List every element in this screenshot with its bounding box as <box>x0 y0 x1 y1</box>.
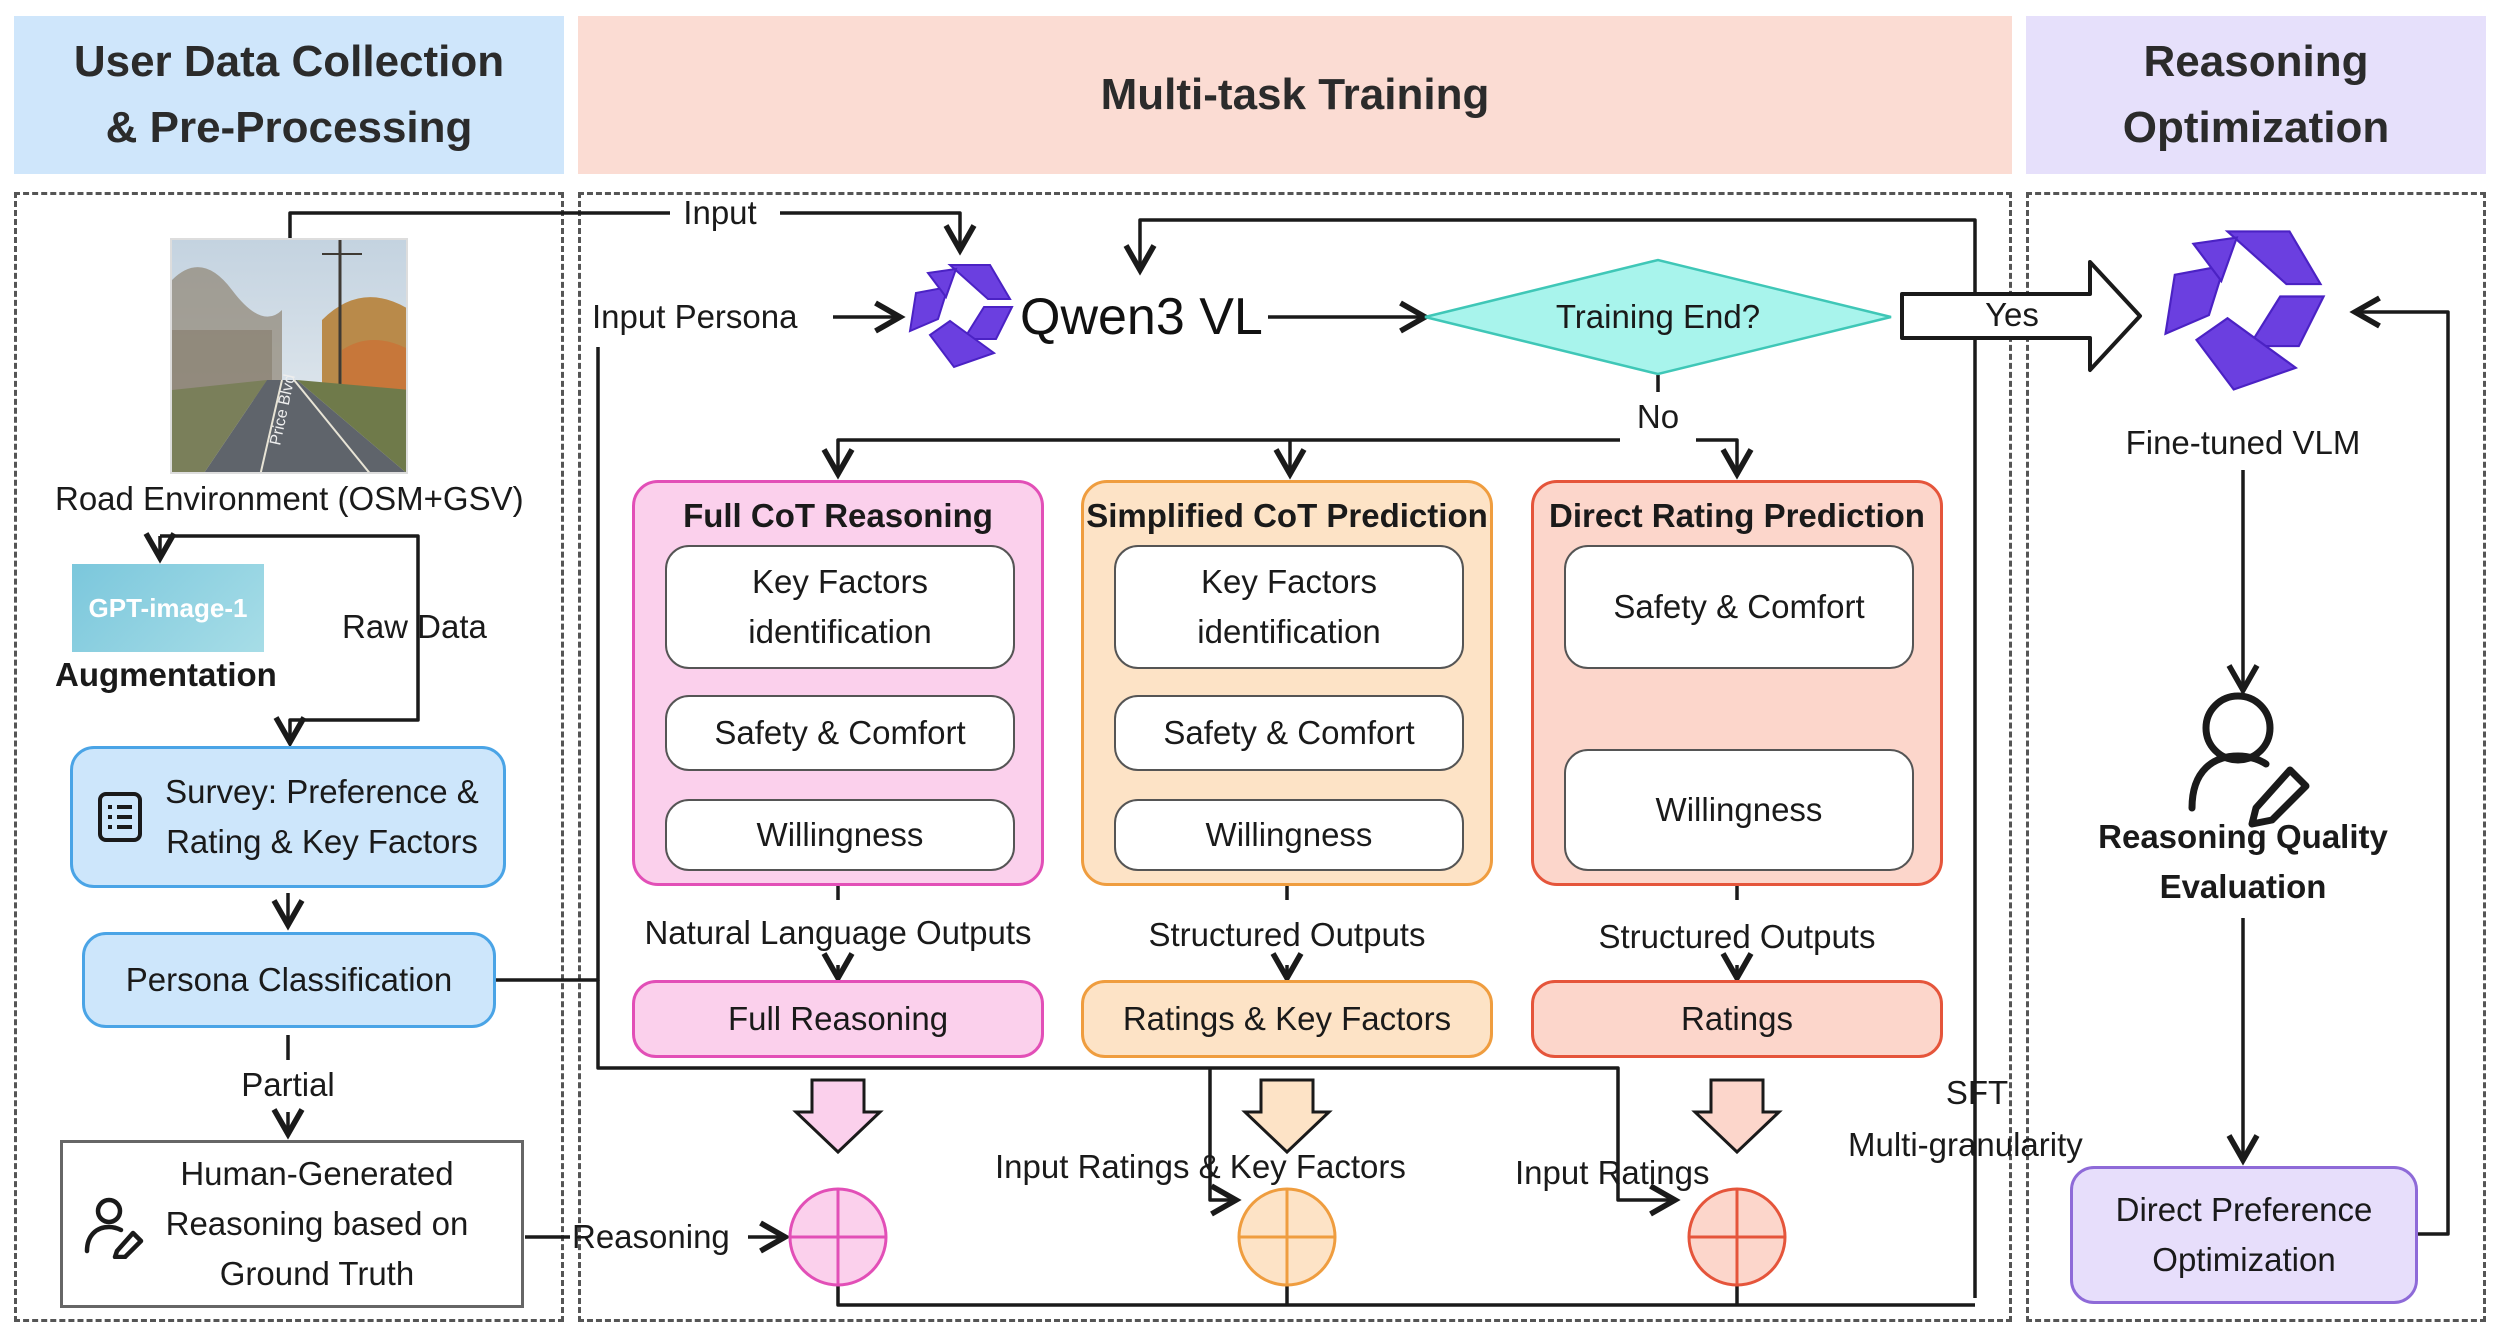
task-direct-rating-title: Direct Rating Prediction <box>1549 497 1925 534</box>
task-full-cot-step-willingness: Willingness <box>665 799 1015 871</box>
raw-data-label: Raw Data <box>342 608 487 645</box>
road-environment-label: Road Environment (OSM+GSV) <box>55 480 524 517</box>
input-label: Input <box>683 194 757 231</box>
human-icon <box>84 1197 144 1259</box>
no-label: No <box>1620 392 1696 442</box>
sft-label: SFT <box>1945 1074 2009 1111</box>
header-data-collection: User Data Collection& Pre-Processing <box>14 16 564 174</box>
header-multitask-training: Multi-task Training <box>578 16 2012 174</box>
output-ratings: Ratings <box>1531 980 1943 1058</box>
task-simplified-cot-step-safety: Safety & Comfort <box>1114 695 1464 771</box>
task-direct-rating: Direct Rating Prediction Safety & Comfor… <box>1531 480 1943 886</box>
evaluator-icon <box>2188 692 2310 828</box>
road-environment-image: Price Blvd <box>170 238 408 474</box>
panel-reasoning-optimization <box>2026 192 2486 1322</box>
output-type-natural: Natural Language Outputs <box>644 914 1032 951</box>
model-name: Qwen3 VL <box>1020 288 1263 346</box>
input-ratings-label: Input Ratings <box>1515 1154 1710 1191</box>
gpt-image-badge: GPT-image-1 <box>72 564 264 652</box>
task-direct-rating-step-safety: Safety & Comfort <box>1564 545 1914 669</box>
output-full-reasoning: Full Reasoning <box>632 980 1044 1058</box>
augmentation-label: Augmentation <box>55 656 277 693</box>
task-simplified-cot-step-willingness: Willingness <box>1114 799 1464 871</box>
survey-list-icon <box>98 792 143 842</box>
pink-down-arrow <box>792 1078 884 1155</box>
yes-arrow <box>1900 260 2142 372</box>
yes-label: Yes <box>1985 296 2039 333</box>
red-down-arrow <box>1691 1078 1783 1155</box>
partial-label: Partial <box>241 1066 335 1103</box>
reasoning-label: Reasoning <box>572 1218 730 1255</box>
red-combine-circle <box>1687 1187 1787 1287</box>
output-type-structured-1: Structured Outputs <box>1148 916 1426 953</box>
input-ratings-key-factors-label: Input Ratings & Key Factors <box>995 1148 1406 1185</box>
panel-data-collection <box>14 192 564 1322</box>
output-type-structured-2: Structured Outputs <box>1598 918 1876 955</box>
task-direct-rating-step-willingness: Willingness <box>1564 749 1914 871</box>
panel-multitask-training <box>578 192 2012 1322</box>
qwen-logo-icon <box>908 264 1014 369</box>
task-full-cot-title: Full CoT Reasoning <box>683 497 993 534</box>
pink-combine-circle <box>788 1187 888 1287</box>
decision-label: Training End? <box>1555 298 1761 335</box>
multi-granularity-label: Multi-granularity <box>1848 1126 2083 1163</box>
survey-box: Survey: Preference &Rating & Key Factors <box>70 746 506 888</box>
input-persona-label: Input Persona <box>592 298 798 335</box>
decision-diamond-shape <box>1424 258 1892 376</box>
task-full-cot-step-safety: Safety & Comfort <box>665 695 1015 771</box>
fine-tuned-label: Fine-tuned VLM <box>2125 424 2361 461</box>
persona-classification-box: Persona Classification <box>82 932 496 1028</box>
fine-tuned-logo-icon <box>2164 230 2326 391</box>
orange-down-arrow <box>1241 1078 1333 1155</box>
task-simplified-cot-title: Simplified CoT Prediction <box>1086 497 1488 534</box>
output-ratings-key-factors: Ratings & Key Factors <box>1081 980 1493 1058</box>
orange-combine-circle <box>1237 1187 1337 1287</box>
